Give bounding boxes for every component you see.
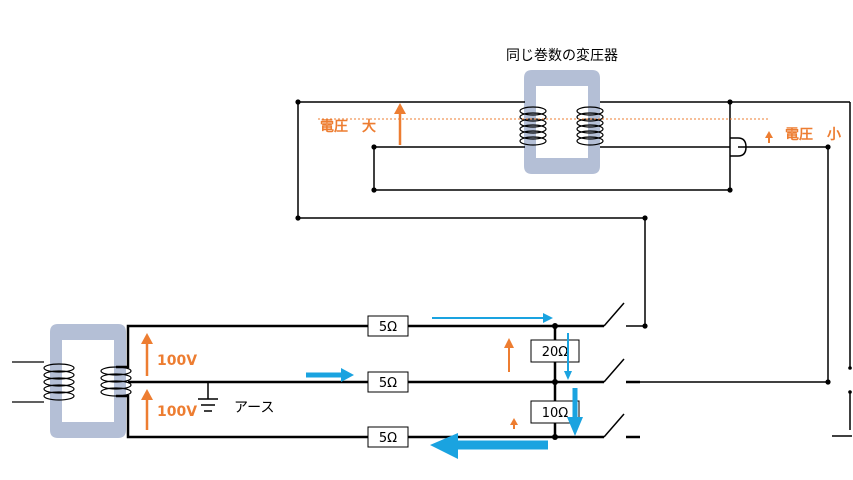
voltage-arrow-lower <box>141 389 153 430</box>
load-resistor-10: 10Ω <box>530 400 580 424</box>
line-resistor-mid: 5Ω <box>367 371 409 393</box>
svg-text:5Ω: 5Ω <box>379 320 397 335</box>
current-arrow-bottom <box>430 433 548 459</box>
line-resistor-top: 5Ω <box>367 315 409 337</box>
lower-primary-coil <box>43 363 75 401</box>
load-voltage-arrow-upper <box>504 338 514 372</box>
upper-junction-dots <box>295 99 852 394</box>
svg-text:10Ω: 10Ω <box>542 406 569 421</box>
svg-text:20Ω: 20Ω <box>542 345 569 360</box>
voltage-label-upper: 100V <box>157 353 197 369</box>
distribution-lines <box>116 324 604 439</box>
upper-primary-coil <box>519 106 547 146</box>
load-junction-dots <box>552 323 558 440</box>
transformer-title: 同じ巻数の変圧器 <box>506 47 618 64</box>
switch-top <box>603 302 625 327</box>
voltage-low-label: 電圧 小 <box>785 126 841 143</box>
svg-text:5Ω: 5Ω <box>379 376 397 391</box>
load-voltage-arrow-lower <box>510 418 518 429</box>
upper-secondary-coil <box>576 106 604 146</box>
switch-mid <box>603 358 625 383</box>
voltage-arrow-upper <box>141 333 153 376</box>
lower-primary-leads <box>12 361 44 403</box>
line-resistor-bot: 5Ω <box>367 426 409 448</box>
lower-transformer <box>12 324 132 438</box>
upper-wiring <box>297 101 852 437</box>
svg-text:5Ω: 5Ω <box>379 431 397 446</box>
current-arrow-load-10 <box>567 388 583 436</box>
current-arrow-neutral <box>306 368 354 382</box>
current-arrow-top <box>432 313 553 323</box>
switch-bot <box>603 413 625 438</box>
upper-transformer: 同じ巻数の変圧器 <box>506 47 618 174</box>
voltage-high-label: 電圧 大 <box>320 118 376 135</box>
lower-transformer-core <box>50 324 126 438</box>
switches <box>603 302 640 439</box>
voltage-indicators-upper: 電圧 大 電圧 小 <box>318 103 841 145</box>
upper-transformer-core <box>524 70 600 174</box>
voltage-low-arrow <box>765 131 773 143</box>
voltage-high-arrow <box>394 103 406 145</box>
voltage-label-lower: 100V <box>157 404 197 420</box>
current-arrow-load-20 <box>564 333 572 380</box>
earth-ground-icon <box>198 382 218 412</box>
earth-label: アース <box>234 400 274 416</box>
load-resistor-20: 20Ω <box>530 339 580 363</box>
